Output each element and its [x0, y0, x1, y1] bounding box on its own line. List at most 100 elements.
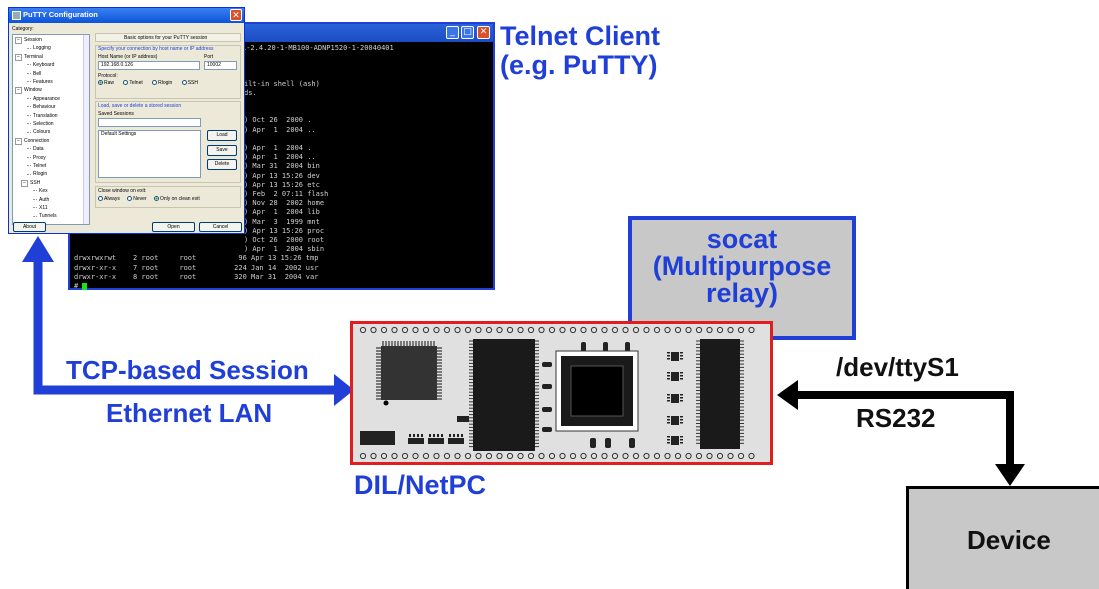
port-label: Port	[204, 54, 214, 60]
open-button[interactable]: Open	[152, 222, 195, 232]
protocol-ssh[interactable]: SSH	[181, 80, 198, 86]
tree-item-telnet[interactable]: Telnet	[27, 163, 46, 169]
tree-item-data[interactable]: Data	[27, 146, 44, 152]
lead	[680, 416, 683, 418]
minimize-icon[interactable]: _	[446, 26, 459, 39]
terminal-header: 1-2.4.20-1-MB100-ADNP1520-1-20040401	[242, 44, 394, 52]
exit-never[interactable]: Never	[127, 196, 147, 202]
pin	[727, 326, 734, 334]
session-item[interactable]: Default Settings	[101, 131, 137, 137]
tree-item-session[interactable]: −Session	[15, 37, 42, 44]
pin	[643, 452, 650, 460]
tree-item-bell[interactable]: Bell	[27, 71, 41, 77]
pin	[433, 326, 440, 334]
tree-item-kex[interactable]: Kex	[33, 188, 48, 194]
collapse-icon[interactable]: −	[21, 179, 28, 187]
collapse-icon[interactable]: −	[15, 87, 22, 95]
pad-row-top	[581, 342, 630, 352]
rs232-arrowhead-left	[777, 380, 798, 410]
lead	[457, 434, 459, 437]
tree-item-colours[interactable]: Colours	[27, 129, 50, 135]
pin	[580, 326, 587, 334]
terminal-line: ) Oct 26 2000 root	[244, 236, 325, 245]
lead	[680, 352, 683, 354]
putty-titlebar[interactable]: PuTTY Configuration ✕	[9, 8, 244, 23]
pin	[590, 326, 598, 334]
pin	[370, 452, 377, 460]
tree-scrollbar[interactable]	[83, 35, 89, 224]
terminal-line: ) Apr 13 15:26 etc	[244, 180, 320, 189]
pin	[538, 452, 545, 460]
pin	[622, 452, 629, 460]
saved-sessions-input[interactable]	[98, 118, 201, 127]
tree-item-proxy[interactable]: Proxy	[27, 155, 46, 161]
delete-button[interactable]: Delete	[207, 159, 237, 170]
tree-item-label: X11	[39, 205, 48, 211]
pin	[716, 452, 724, 460]
pin	[412, 452, 419, 460]
lead	[461, 434, 463, 437]
exit-always[interactable]: Always	[98, 196, 120, 202]
load-button[interactable]: Load	[207, 130, 237, 141]
pin	[716, 326, 724, 334]
protocol-rlogin[interactable]: Rlogin	[152, 80, 172, 86]
about-button[interactable]: About	[13, 222, 46, 232]
tree-item-window[interactable]: −Window	[15, 87, 42, 95]
pin	[422, 452, 430, 460]
close-icon[interactable]: ✕	[230, 9, 242, 21]
close-icon[interactable]: ✕	[477, 26, 490, 39]
tree-item-ssh[interactable]: −SSH	[21, 179, 40, 187]
tree-item-connection[interactable]: −Connection	[15, 137, 49, 145]
tree-item-behaviour[interactable]: Behaviour	[27, 104, 56, 110]
tree-branch-icon	[27, 64, 31, 66]
pin	[559, 326, 566, 334]
lead	[409, 434, 411, 437]
collapse-icon[interactable]: −	[15, 137, 22, 145]
pad-row-bottom	[590, 438, 635, 448]
tree-branch-icon	[27, 97, 31, 99]
pin	[737, 452, 745, 460]
lead	[429, 434, 431, 437]
protocol-telnet-label: Telnet	[129, 80, 143, 86]
lead	[667, 419, 670, 421]
tree-item-translation[interactable]: Translation	[27, 113, 58, 119]
radio-icon	[127, 196, 133, 202]
putty-config-window[interactable]: PuTTY Configuration ✕ Category: −Session…	[8, 7, 245, 234]
tree-item-terminal[interactable]: −Terminal	[15, 53, 43, 61]
sessions-list[interactable]: Default Settings	[98, 130, 201, 178]
collapse-icon[interactable]: −	[15, 53, 22, 61]
pin	[464, 326, 472, 334]
tcp-session-label: TCP-based Session	[66, 355, 309, 385]
pin	[464, 452, 472, 460]
host-input[interactable]: 192.168.0.126	[98, 61, 200, 70]
port-input[interactable]: 10002	[204, 61, 237, 70]
pin-row-top	[359, 326, 755, 334]
maximize-icon[interactable]: □	[461, 26, 474, 39]
tree-item-logging[interactable]: Logging	[27, 45, 51, 51]
protocol-raw[interactable]: Raw	[98, 80, 114, 86]
protocol-telnet[interactable]: Telnet	[123, 80, 143, 86]
tree-item-keyboard[interactable]: Keyboard	[27, 62, 54, 68]
tree-item-label: Colours	[33, 129, 51, 136]
lead	[680, 422, 683, 424]
pin	[706, 326, 713, 334]
collapse-icon[interactable]: −	[15, 37, 22, 44]
tree-item-auth[interactable]: Auth	[33, 197, 49, 203]
tree-item-selection[interactable]: Selection	[27, 121, 54, 127]
pin	[674, 326, 682, 334]
tree-item-x11[interactable]: X11	[33, 205, 48, 211]
exit-clean[interactable]: Only on clean exit	[153, 196, 200, 202]
tree-item-features[interactable]: Features	[27, 79, 53, 85]
tree-item-rlogin[interactable]: Rlogin	[27, 171, 47, 177]
lead	[680, 378, 683, 380]
cancel-button[interactable]: Cancel	[199, 222, 242, 232]
save-button[interactable]: Save	[207, 145, 237, 156]
terminal-prompt[interactable]: #	[74, 282, 328, 291]
load-save-label: Load, save or delete a stored session	[98, 103, 182, 109]
terminal-line: ds.	[244, 88, 257, 97]
tree-item-tunnels[interactable]: Tunnels	[33, 213, 57, 219]
tree-item-appearance[interactable]: Appearance	[27, 96, 60, 102]
socat-line1: socat	[706, 224, 778, 254]
